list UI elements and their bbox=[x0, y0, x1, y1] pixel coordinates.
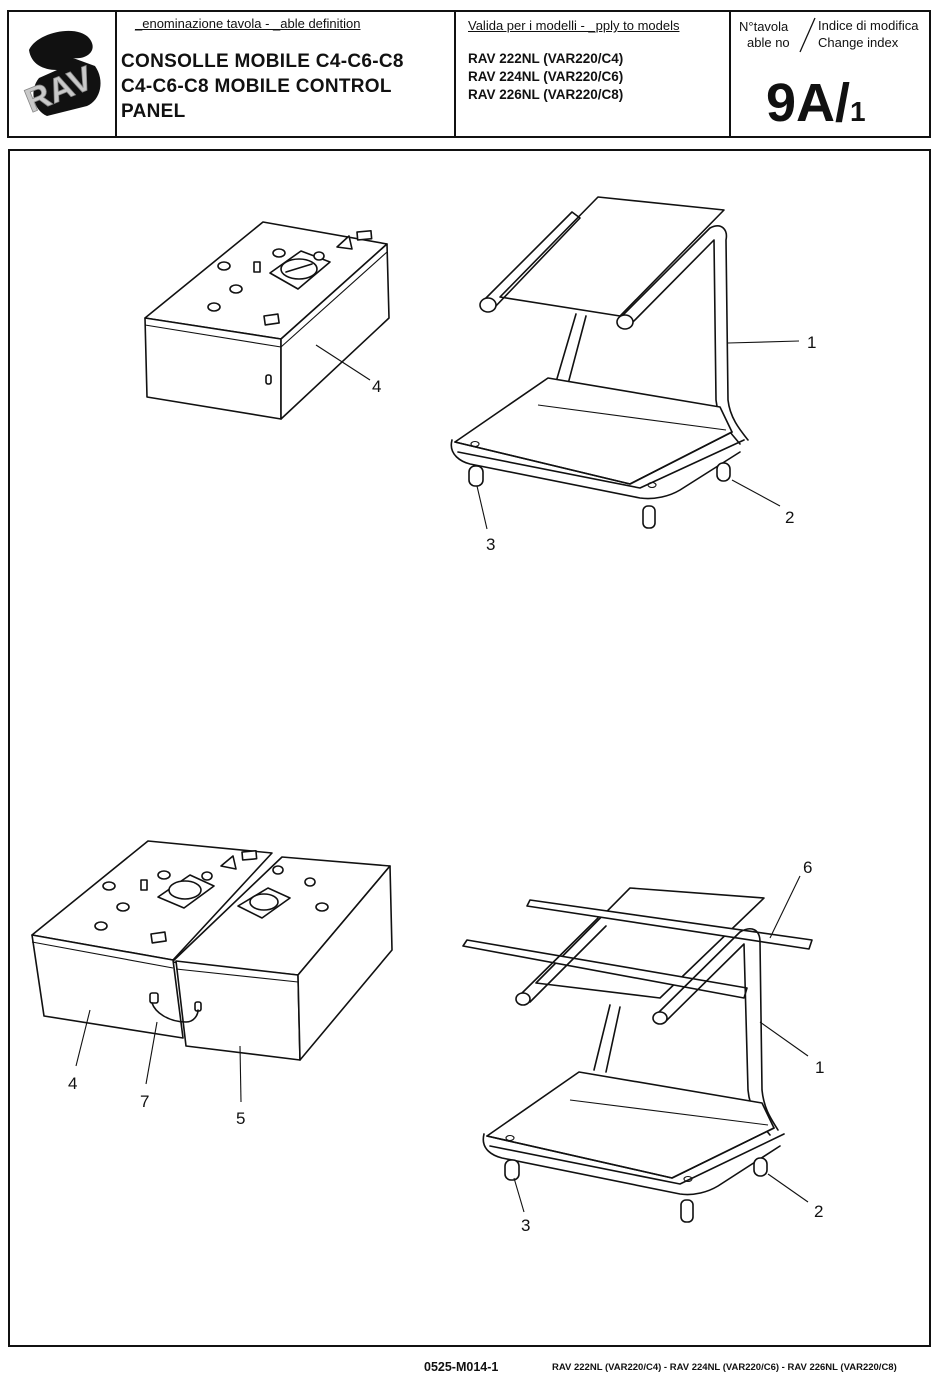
callout-4: 4 bbox=[68, 1074, 78, 1093]
double-control-box bbox=[31, 840, 393, 1061]
rav-logo: RAV bbox=[19, 30, 101, 121]
callout-7: 7 bbox=[140, 1092, 150, 1111]
title-block: RAV _enominazione tavola - _able definit… bbox=[7, 10, 931, 138]
change-index-label-en: Change index bbox=[818, 35, 899, 50]
sheet-number-label-en: able no bbox=[747, 35, 790, 50]
sheet-number-label: N°tavola bbox=[739, 19, 789, 34]
drawing-title-line-3: PANEL bbox=[121, 101, 186, 122]
divider bbox=[729, 12, 731, 136]
separator-slash bbox=[799, 17, 816, 53]
sheet-number: 9A/1 bbox=[766, 76, 866, 139]
callout-3: 3 bbox=[486, 535, 496, 554]
leader-line bbox=[727, 340, 800, 344]
leader-line bbox=[476, 485, 488, 530]
mobile-stand bbox=[450, 196, 749, 529]
callout-5: 5 bbox=[236, 1109, 246, 1128]
model-line-2: RAV 224NL (VAR220/C6) bbox=[468, 69, 624, 84]
drawing-title-line-1: CONSOLLE MOBILE C4-C6-C8 bbox=[121, 51, 404, 72]
callout-1: 1 bbox=[815, 1058, 825, 1077]
callout-1: 1 bbox=[807, 333, 817, 352]
model-line-3: RAV 226NL (VAR220/C8) bbox=[468, 87, 624, 102]
document-code: 0525-M014-1 bbox=[424, 1360, 499, 1374]
drawing-frame bbox=[8, 149, 931, 1347]
divider bbox=[115, 12, 117, 136]
leader-line bbox=[731, 479, 781, 507]
definition-label: _enominazione tavola - _able definition bbox=[135, 16, 361, 31]
footer-models: RAV 222NL (VAR220/C4) - RAV 224NL (VAR22… bbox=[552, 1362, 897, 1373]
valid-models-label: Valida per i modelli - _pply to models bbox=[468, 18, 680, 33]
leader-line bbox=[769, 875, 801, 939]
leader-line bbox=[315, 344, 371, 381]
callout-4: 4 bbox=[372, 377, 382, 396]
divider bbox=[454, 12, 456, 136]
leader-line bbox=[239, 1045, 242, 1103]
callout-3: 3 bbox=[521, 1216, 531, 1235]
leader-line bbox=[145, 1021, 158, 1085]
change-index-label: Indice di modifica bbox=[818, 18, 919, 33]
leader-line bbox=[513, 1177, 525, 1213]
leader-line bbox=[75, 1009, 91, 1067]
leader-line bbox=[767, 1173, 809, 1203]
drawing-title-line-2: C4-C6-C8 MOBILE CONTROL bbox=[121, 76, 392, 97]
sheet-number-value: 9A/ bbox=[766, 73, 851, 133]
leader-line bbox=[759, 1021, 809, 1057]
callout-2: 2 bbox=[814, 1202, 824, 1221]
control-box bbox=[144, 221, 390, 420]
callout-2: 2 bbox=[785, 508, 795, 527]
change-index-value: 1 bbox=[850, 96, 866, 127]
callout-6: 6 bbox=[803, 858, 813, 877]
model-line-1: RAV 222NL (VAR220/C4) bbox=[468, 51, 624, 66]
mobile-stand-with-rails bbox=[462, 887, 813, 1223]
